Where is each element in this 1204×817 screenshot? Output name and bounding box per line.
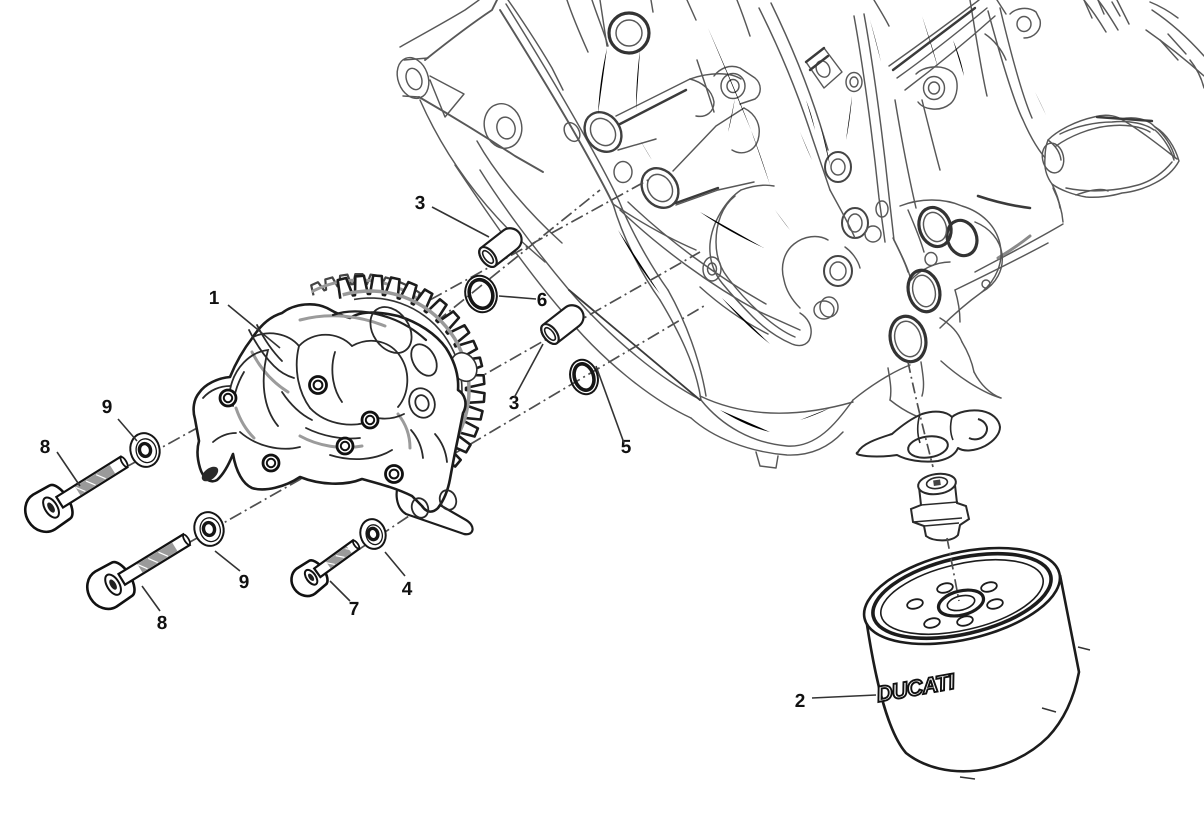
svg-text:9: 9 (102, 397, 113, 418)
svg-text:3: 3 (415, 193, 426, 214)
svg-text:1: 1 (209, 288, 220, 309)
svg-text:5: 5 (621, 437, 632, 458)
svg-text:6: 6 (537, 290, 548, 311)
svg-text:2: 2 (795, 691, 806, 712)
svg-text:9: 9 (239, 572, 250, 593)
svg-text:8: 8 (157, 613, 168, 634)
svg-text:3: 3 (509, 393, 520, 414)
svg-text:7: 7 (349, 599, 360, 620)
svg-text:4: 4 (402, 579, 413, 600)
svg-text:8: 8 (40, 437, 51, 458)
